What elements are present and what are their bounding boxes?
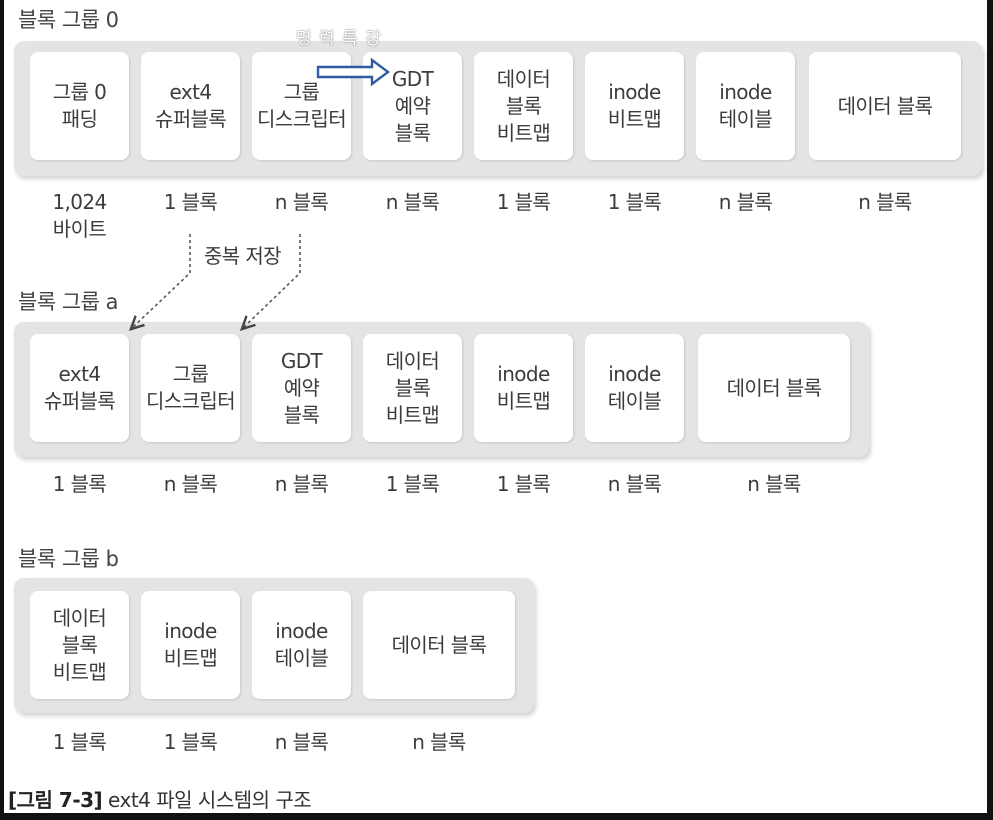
group-a-block: GDT 예약 블록	[252, 334, 351, 442]
group-0-block: 데이터 블록 비트맵	[474, 52, 573, 160]
group-0-size: n 블록	[385, 190, 440, 214]
group-b-size: 1 블록	[163, 730, 218, 754]
group-a-size: 1 블록	[385, 472, 440, 496]
group-a-size: n 블록	[607, 472, 662, 496]
group-a-block: inode 비트맵	[474, 334, 573, 442]
group-a-block: 데이터 블록 비트맵	[363, 334, 462, 442]
group-0-block: inode 테이블	[696, 52, 795, 160]
group-0-block: 그룹 디스크립터	[252, 52, 351, 160]
group-a-block: ext4 슈퍼블록	[30, 334, 129, 442]
group-a-size: n 블록	[747, 472, 801, 496]
diagram-canvas: 블록 그룹 0 그룹 0 패딩 ext4 슈퍼블록 그룹 디스크립터 GDT 예…	[4, 0, 987, 813]
group-0-size: n 블록	[718, 190, 773, 214]
figure-caption: [그림 7-3] ext4 파일 시스템의 구조	[8, 784, 312, 813]
group-0-size: 1 블록	[607, 190, 662, 214]
group-b-block: inode 테이블	[252, 591, 351, 699]
duplicate-note: 중복 저장	[204, 244, 282, 268]
group-b-block: 데이터 블록	[363, 591, 515, 699]
group-0-size: 1 블록	[163, 190, 218, 214]
group-0-block: inode 비트맵	[585, 52, 684, 160]
group-0-block: GDT 예약 블록	[363, 52, 462, 160]
group-0-size: 1 블록	[496, 190, 551, 214]
group-b-size: n 블록	[274, 730, 329, 754]
group-a-block: inode 테이블	[585, 334, 684, 442]
group-0-block: 그룹 0 패딩	[30, 52, 129, 160]
group-0-size: 1,024 바이트	[52, 190, 107, 241]
figure-number: [그림 7-3]	[8, 788, 103, 812]
group-b-size: n 블록	[412, 730, 466, 754]
group-a-size: 1 블록	[496, 472, 551, 496]
group-b-title: 블록 그룹 b	[18, 547, 119, 571]
group-0-size: n 블록	[858, 190, 912, 214]
group-b-block: inode 비트맵	[141, 591, 240, 699]
group-0-title: 블록 그룹 0	[18, 8, 119, 32]
group-b-block: 데이터 블록 비트맵	[30, 591, 129, 699]
group-a-block: 그룹 디스크립터	[141, 334, 240, 442]
group-b-size: 1 블록	[52, 730, 107, 754]
group-a-block: 데이터 블록	[698, 334, 850, 442]
group-a-size: 1 블록	[52, 472, 107, 496]
group-0-block: 데이터 블록	[809, 52, 961, 160]
group-a-title: 블록 그룹 a	[18, 290, 119, 314]
group-0-size: n 블록	[274, 190, 329, 214]
watermark: 명 력 특 강	[296, 29, 382, 49]
group-a-size: n 블록	[274, 472, 329, 496]
figure-title: ext4 파일 시스템의 구조	[102, 788, 312, 812]
group-0-block: ext4 슈퍼블록	[141, 52, 240, 160]
group-a-size: n 블록	[163, 472, 218, 496]
